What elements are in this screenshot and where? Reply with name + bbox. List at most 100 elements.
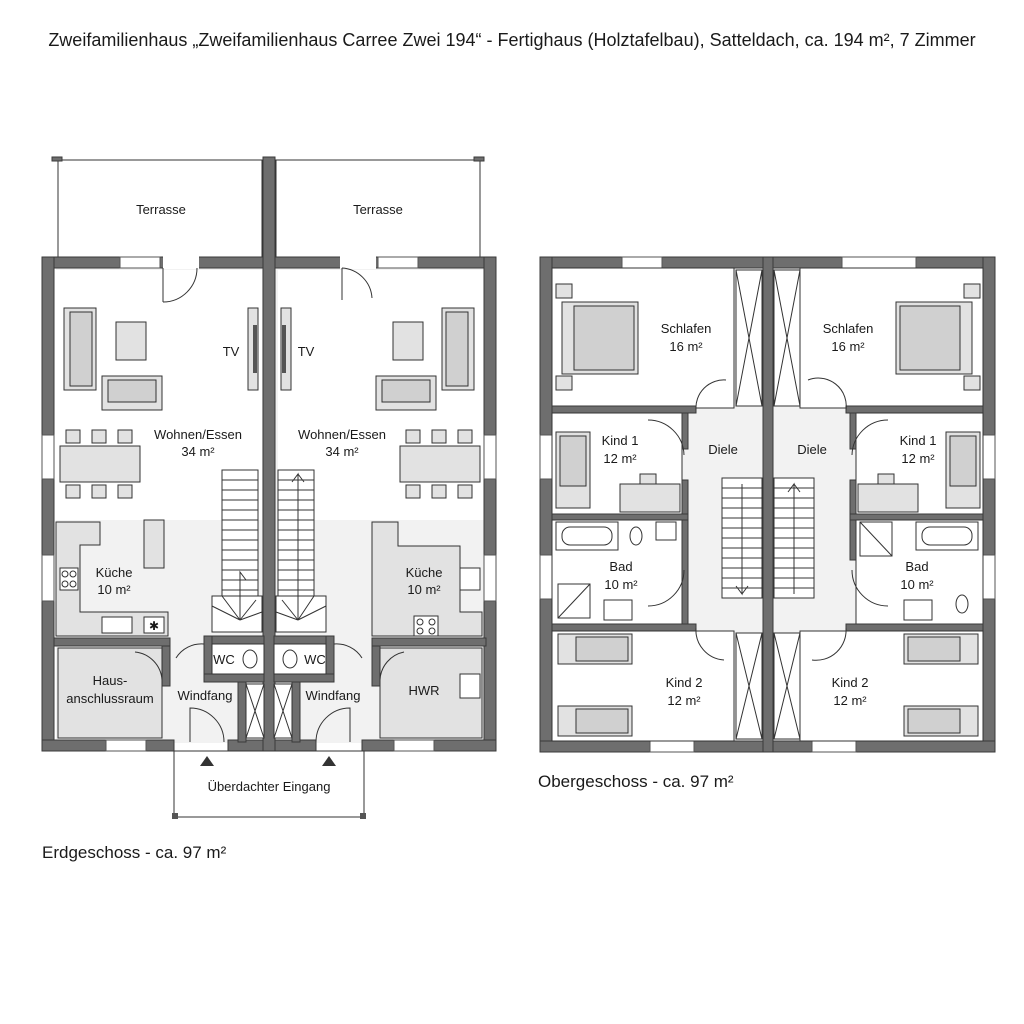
label-hwr: HWR	[408, 683, 439, 698]
window	[483, 434, 497, 480]
stair-arrow-icon	[239, 570, 247, 620]
stair-arrow-icon	[291, 472, 305, 620]
label-kitchen-area-left: 10 m²	[97, 582, 131, 597]
toilet-icon	[282, 649, 298, 669]
staircase-right	[275, 469, 327, 633]
label-kid1-area-right: 12 m²	[901, 451, 935, 466]
kitchen-island	[143, 519, 165, 569]
terrace-left	[57, 159, 263, 259]
window	[41, 434, 55, 480]
window	[377, 256, 419, 269]
window	[539, 434, 553, 480]
label-kitchen-area-right: 10 m²	[407, 582, 441, 597]
label-bedroom-left: Schlafen	[661, 321, 712, 336]
label-bath-area-right: 10 m²	[900, 577, 934, 592]
label-kid2-right: Kind 2	[832, 675, 869, 690]
upper-floor-plan: Schlafen 16 m² Schlafen 16 m² Kind 1 12 …	[539, 256, 996, 753]
label-living-area-right: 34 m²	[325, 444, 359, 459]
gf-party-wall	[262, 156, 276, 752]
label-hall-right: Diele	[797, 442, 827, 457]
label-living-area-left: 34 m²	[181, 444, 215, 459]
staircase-upper-left	[721, 477, 763, 599]
stove-icon	[413, 615, 439, 637]
desk	[857, 483, 919, 513]
stove-icon	[59, 567, 79, 591]
ground-floor-plan: ✱	[41, 156, 497, 819]
plan-title: Zweifamilienhaus „Zweifamilienhaus Carre…	[48, 30, 975, 50]
toilet-icon	[629, 526, 643, 546]
label-terrace-right: Terrasse	[353, 202, 403, 217]
terrace-door-right	[341, 267, 373, 300]
svg-text:✱: ✱	[149, 619, 159, 633]
label-kid2-area-left: 12 m²	[667, 693, 701, 708]
label-living-left: Wohnen/Essen	[154, 427, 242, 442]
window	[41, 554, 55, 602]
label-tv-right: TV	[298, 344, 315, 359]
fridge-icon	[143, 616, 165, 634]
sink-icon	[101, 616, 133, 634]
sink-icon	[603, 599, 633, 621]
sink-icon	[459, 567, 481, 591]
terrace-door-left	[162, 267, 198, 303]
label-kitchen-left: Küche	[96, 565, 133, 580]
label-vestibule-right: Windfang	[306, 688, 361, 703]
staircase-left	[211, 469, 263, 633]
window	[841, 256, 917, 269]
uf-wall-left	[539, 256, 553, 753]
label-kid1-right: Kind 1	[900, 433, 937, 448]
sink-icon	[655, 521, 677, 541]
entrance-door-right	[315, 707, 351, 743]
label-vestibule-left: Windfang	[178, 688, 233, 703]
gf-wall-left	[41, 256, 55, 752]
dining-table	[59, 445, 141, 483]
tv-icon	[253, 325, 257, 373]
label-bedroom-area-right: 16 m²	[831, 339, 865, 354]
uf-wall-right	[982, 256, 996, 753]
window	[119, 256, 161, 269]
label-kid1-area-left: 12 m²	[603, 451, 637, 466]
toilet-icon	[242, 649, 258, 669]
sink-icon	[903, 599, 933, 621]
tv-icon	[282, 325, 286, 373]
kitchen-counter	[371, 521, 483, 637]
label-utility-line2: anschlussraum	[66, 691, 153, 706]
stair-arrow-icon	[787, 482, 801, 594]
label-kid2-left: Kind 2	[666, 675, 703, 690]
window	[393, 739, 435, 752]
label-bedroom-area-left: 16 m²	[669, 339, 703, 354]
label-hall-left: Diele	[708, 442, 738, 457]
label-living-right: Wohnen/Essen	[298, 427, 386, 442]
window	[982, 554, 996, 600]
window	[621, 256, 663, 269]
label-tv-left: TV	[223, 344, 240, 359]
label-wc-right: WC	[304, 652, 326, 667]
dining-table	[399, 445, 481, 483]
label-utility-line1: Haus-	[93, 673, 128, 688]
label-bath-area-left: 10 m²	[604, 577, 638, 592]
window	[811, 740, 857, 753]
washer-icon	[459, 673, 481, 699]
label-kitchen-right: Küche	[406, 565, 443, 580]
window	[105, 739, 147, 752]
desk	[619, 483, 681, 513]
label-bath-left: Bad	[609, 559, 632, 574]
window	[649, 740, 695, 753]
coffee-table	[115, 321, 147, 361]
entrance-arrow-icon	[322, 756, 336, 766]
label-bath-right: Bad	[905, 559, 928, 574]
coffee-table	[392, 321, 424, 361]
label-kid1-left: Kind 1	[602, 433, 639, 448]
stair-arrow-icon	[735, 484, 749, 596]
toilet-icon	[955, 594, 969, 614]
window	[982, 434, 996, 480]
window	[539, 554, 553, 600]
label-wc-left: WC	[213, 652, 235, 667]
label-kid2-area-right: 12 m²	[833, 693, 867, 708]
entrance-arrow-icon	[200, 756, 214, 766]
gf-wall-right	[483, 256, 497, 752]
caption-upper-floor: Obergeschoss - ca. 97 m²	[538, 772, 734, 791]
hausanschlussraum-room	[57, 647, 163, 739]
window	[483, 554, 497, 602]
caption-ground-floor: Erdgeschoss - ca. 97 m²	[42, 843, 227, 862]
